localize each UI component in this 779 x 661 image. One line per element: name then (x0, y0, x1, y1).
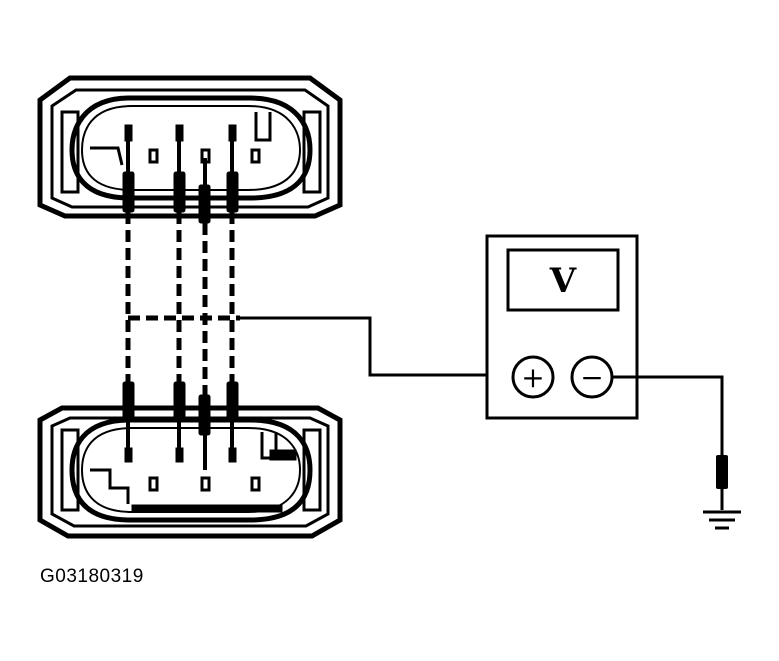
positive-terminal-symbol: + (521, 361, 544, 394)
top-probes (122, 171, 239, 224)
negative-lead-wire (612, 375, 724, 458)
negative-terminal-symbol: − (580, 361, 603, 394)
ground-symbol-icon (703, 510, 741, 530)
positive-lead-wire (240, 316, 512, 377)
top-connector (37, 75, 343, 219)
bottom-connector-probes (122, 381, 239, 436)
voltmeter: V + − (485, 234, 639, 420)
bottom-connector-terminals (124, 420, 297, 513)
bottom-connector (37, 405, 343, 539)
ground-probe (716, 455, 728, 489)
dashed-test-leads (125, 212, 240, 395)
voltmeter-display-symbol: V (549, 261, 577, 301)
figure-id-label: G03180319 (40, 566, 144, 587)
positive-terminal (511, 355, 555, 399)
voltmeter-display (506, 248, 620, 312)
